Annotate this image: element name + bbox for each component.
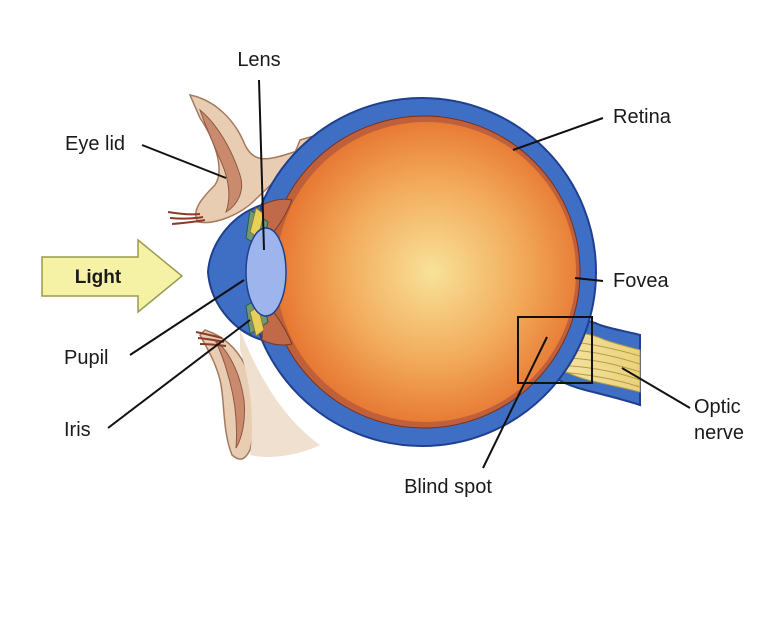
retina-leader <box>512 117 604 151</box>
blind-spot-leader <box>482 336 548 469</box>
upper-eyelashes <box>167 211 206 225</box>
lens-label: Lens <box>237 49 280 71</box>
light-label: Light <box>75 267 122 288</box>
iris-label: Iris <box>64 419 91 441</box>
pupil-label: Pupil <box>64 347 108 369</box>
blind-spot-box <box>517 316 593 384</box>
iris-leader <box>107 319 251 429</box>
eye-lid-leader <box>141 144 227 179</box>
blind-spot-label: Blind spot <box>404 476 492 498</box>
pupil-leader <box>129 279 245 356</box>
optic-nerve-label-line1: Optic <box>694 396 741 418</box>
lens <box>245 227 287 317</box>
fovea-label: Fovea <box>613 270 669 292</box>
fovea-leader <box>574 277 604 282</box>
vitreous-body <box>276 122 576 422</box>
upper-eyelid-muscle <box>198 108 243 214</box>
light-arrow <box>41 238 184 314</box>
socket-tissue <box>240 330 320 457</box>
eye-lid-label: Eye lid <box>65 133 125 155</box>
lens-leader <box>258 79 265 251</box>
optic-nerve-leader <box>621 367 691 409</box>
lower-eyelid-muscle <box>214 339 245 449</box>
retina-label: Retina <box>613 106 672 128</box>
optic-nerve-label-line2: nerve <box>694 422 744 444</box>
